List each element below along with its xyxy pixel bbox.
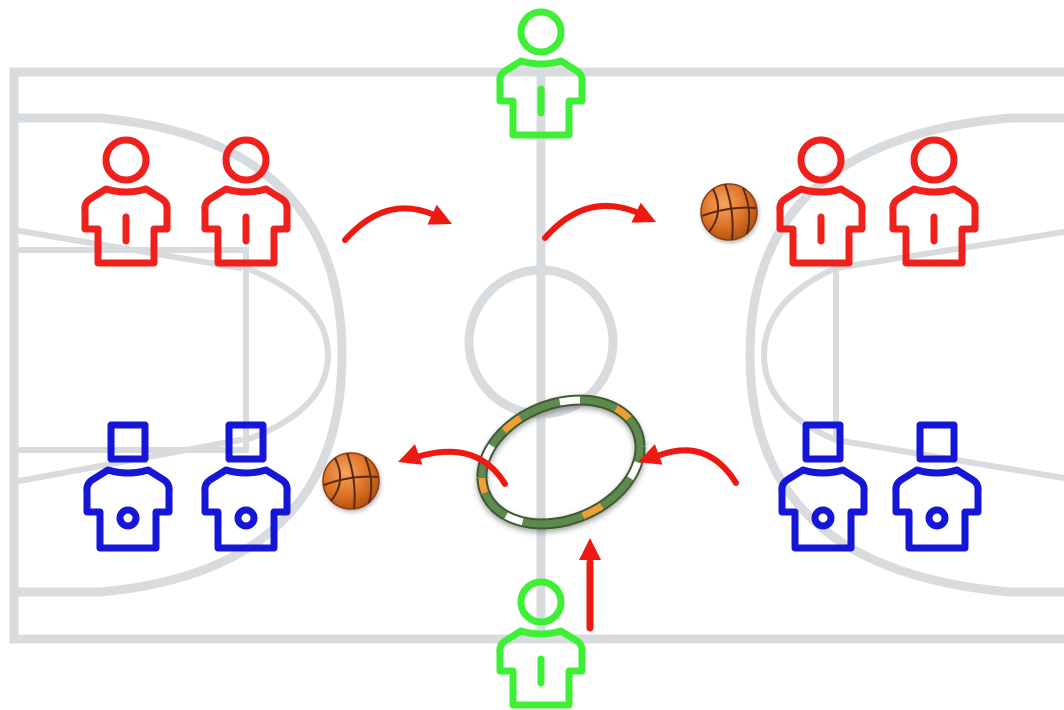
hoop-segment bbox=[581, 503, 604, 520]
hoop-segment bbox=[490, 503, 508, 519]
hoop-segment bbox=[626, 416, 641, 433]
hoop-segment bbox=[615, 476, 634, 496]
equipment-layer bbox=[322, 183, 758, 632]
hoop-segment bbox=[633, 430, 644, 447]
hoop-segment bbox=[559, 396, 581, 406]
hoop-segment bbox=[521, 518, 542, 528]
basketball-right bbox=[700, 183, 758, 241]
arrow-right-blue-to-hoop bbox=[638, 444, 739, 486]
hoop-segment bbox=[599, 490, 621, 509]
arrow-shaft bbox=[657, 447, 739, 486]
hoop-segment bbox=[598, 398, 618, 412]
hoop-ring bbox=[476, 394, 646, 530]
arrow-head bbox=[579, 538, 601, 560]
hoop-segment bbox=[627, 461, 642, 481]
basketball-court bbox=[9, 67, 1064, 644]
player-blue-right-1 bbox=[778, 421, 868, 552]
hoop-segment bbox=[518, 404, 541, 421]
hoop-segment bbox=[561, 512, 584, 526]
hoop-segment bbox=[580, 396, 601, 406]
left-key bbox=[11, 247, 249, 453]
right-key-top bbox=[833, 229, 1064, 271]
player-blue-left-2 bbox=[201, 421, 291, 552]
hoop-segment bbox=[614, 405, 632, 421]
arrow-center-red-pass bbox=[542, 202, 656, 241]
hoop-segment bbox=[634, 446, 644, 464]
right-free-throw-arc bbox=[760, 265, 839, 443]
hoop-segment bbox=[478, 477, 489, 494]
basketball-left bbox=[322, 452, 380, 510]
player-green-coach-top bbox=[496, 8, 586, 139]
hoop-segment bbox=[488, 428, 507, 448]
arrow-hoop-to-left-ball bbox=[398, 444, 508, 487]
arrow-head bbox=[638, 444, 663, 465]
arrow-head bbox=[398, 444, 423, 465]
hoop-segment bbox=[541, 518, 563, 528]
player-red-right-2 bbox=[889, 136, 979, 267]
hoop-segment bbox=[504, 512, 524, 526]
left-three-point-arc bbox=[9, 113, 347, 597]
left-free-throw-arc bbox=[243, 265, 332, 443]
right-three-point-arc bbox=[745, 113, 1064, 597]
arrow-shaft bbox=[417, 448, 508, 487]
arrow-shaft bbox=[542, 203, 639, 241]
player-red-left-2 bbox=[201, 136, 291, 267]
arrow-shaft bbox=[342, 205, 435, 243]
players-layer bbox=[81, 8, 982, 709]
hoop-segment bbox=[501, 415, 523, 434]
hoop-segment bbox=[538, 398, 561, 412]
player-red-left-1 bbox=[81, 136, 171, 267]
center-circle bbox=[464, 265, 618, 419]
player-blue-left-1 bbox=[83, 421, 173, 552]
arrow-left-red-pass bbox=[342, 204, 452, 243]
left-diag-line-top bbox=[11, 227, 243, 271]
arrow-bottom-green-to-hoop bbox=[579, 538, 601, 632]
player-blue-right-2 bbox=[892, 421, 982, 552]
hoop-segment bbox=[481, 491, 496, 508]
arrow-head bbox=[427, 204, 452, 225]
arrow-head bbox=[631, 202, 656, 223]
player-green-coach-bottom bbox=[496, 578, 586, 709]
player-red-right-1 bbox=[776, 136, 866, 267]
